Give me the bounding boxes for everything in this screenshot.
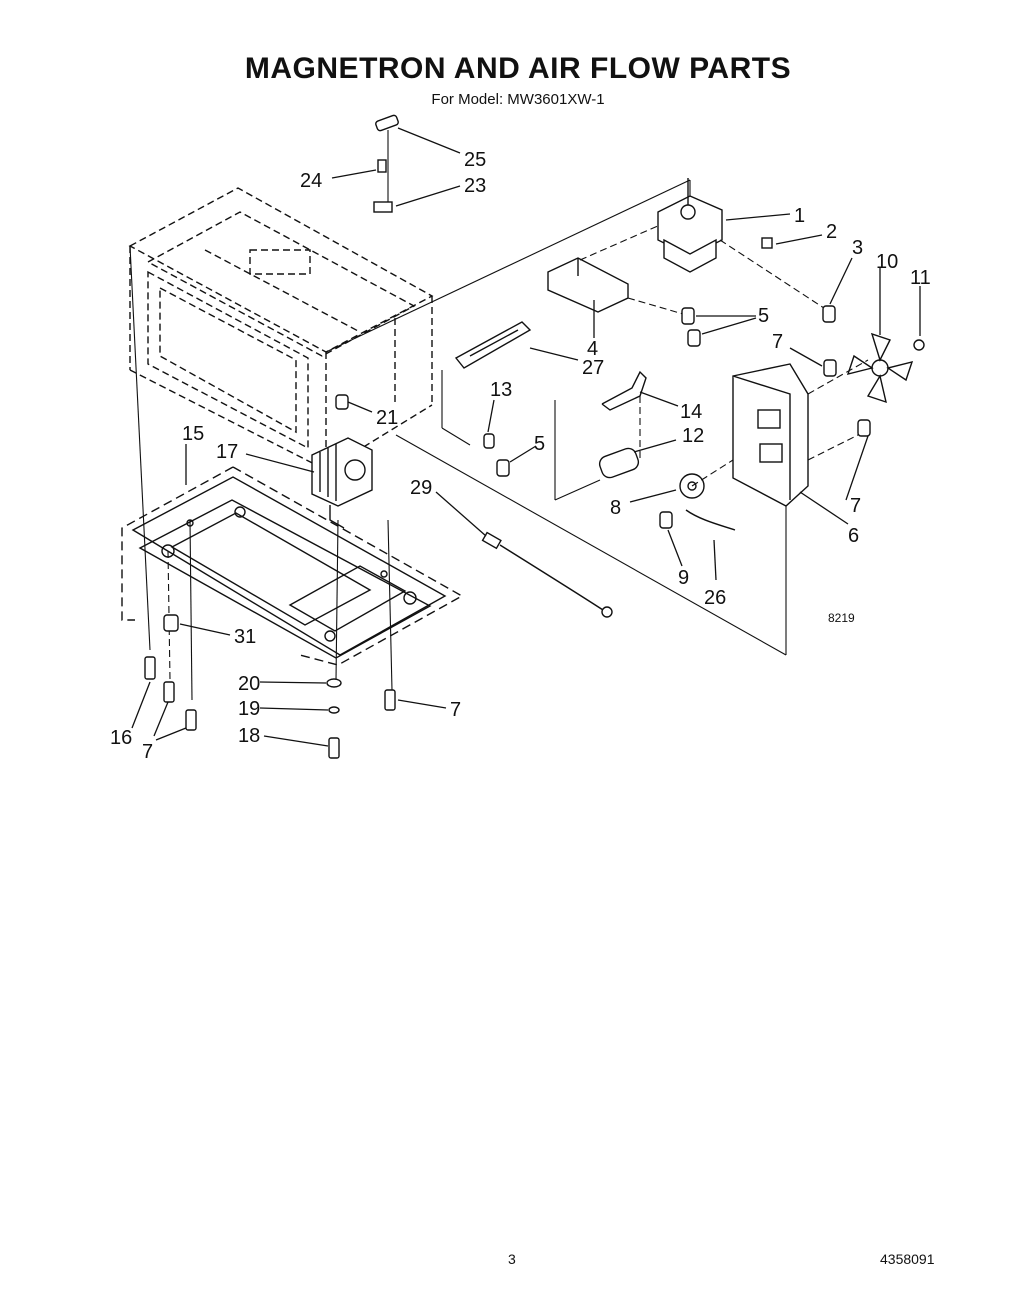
air-duct <box>547 257 629 313</box>
callout-label: 12 <box>682 425 704 447</box>
callout-label: 5 <box>534 433 545 455</box>
callout-labels: 1 2 3 4 5 5 5 6 7 7 7 7 7 8 9 10 11 12 1… <box>110 149 931 763</box>
callout-label: 13 <box>490 379 512 401</box>
magnetron <box>657 178 723 273</box>
callout-label: 7 <box>142 741 153 763</box>
callout-label: 18 <box>238 725 260 747</box>
vent-strip <box>454 321 532 369</box>
callout-label: 5 <box>758 305 769 327</box>
callout-label: 4 <box>587 338 598 360</box>
callout-label: 16 <box>110 727 132 749</box>
capacitor-bracket <box>601 370 647 411</box>
callout-label: 2 <box>826 221 837 243</box>
base-plate-bracket <box>121 466 464 666</box>
callout-label: 3 <box>852 237 863 259</box>
assembly-lines <box>129 130 787 701</box>
callout-label: 10 <box>876 251 898 273</box>
callout-label: 25 <box>464 149 486 171</box>
callout-label: 11 <box>910 267 931 289</box>
callout-label: 7 <box>450 699 461 721</box>
callout-arrows <box>131 127 921 747</box>
callout-label: 6 <box>848 525 859 547</box>
callout-label: 14 <box>680 401 702 423</box>
callout-label: 23 <box>464 175 486 197</box>
diagram-code: 8219 <box>828 611 855 625</box>
base-plate <box>131 476 447 659</box>
callout-label: 15 <box>182 423 204 445</box>
callout-label: 31 <box>234 626 256 648</box>
screws <box>144 114 925 759</box>
transformer <box>311 437 373 529</box>
callout-label: 7 <box>850 495 861 517</box>
callout-label: 27 <box>582 357 604 379</box>
ground-wire <box>481 531 613 618</box>
high-voltage-capacitor <box>598 447 640 479</box>
callout-label: 9 <box>678 567 689 589</box>
page-title: MAGNETRON AND AIR FLOW PARTS <box>244 52 792 85</box>
fan-motor <box>679 473 736 531</box>
model-line: For Model: MW3601XW-1 <box>0 91 1036 108</box>
document-number: 4358091 <box>880 1251 935 1267</box>
air-guide <box>732 363 809 507</box>
callout-label: 24 <box>300 170 322 192</box>
callout-label: 20 <box>238 673 260 695</box>
page-number: 3 <box>508 1251 516 1267</box>
fan-blade <box>846 332 914 404</box>
model-prefix: For Model: <box>431 91 504 108</box>
callout-label: 17 <box>216 441 238 463</box>
callout-label: 21 <box>376 407 398 429</box>
cabinet-outline <box>128 187 434 471</box>
callout-label: 8 <box>610 497 621 519</box>
callout-label: 1 <box>794 205 805 227</box>
callout-label: 29 <box>410 477 432 499</box>
model-number: MW3601XW-1 <box>507 91 605 108</box>
callout-label: 7 <box>772 331 783 353</box>
callout-label: 26 <box>704 587 726 609</box>
callout-label: 19 <box>238 698 260 720</box>
